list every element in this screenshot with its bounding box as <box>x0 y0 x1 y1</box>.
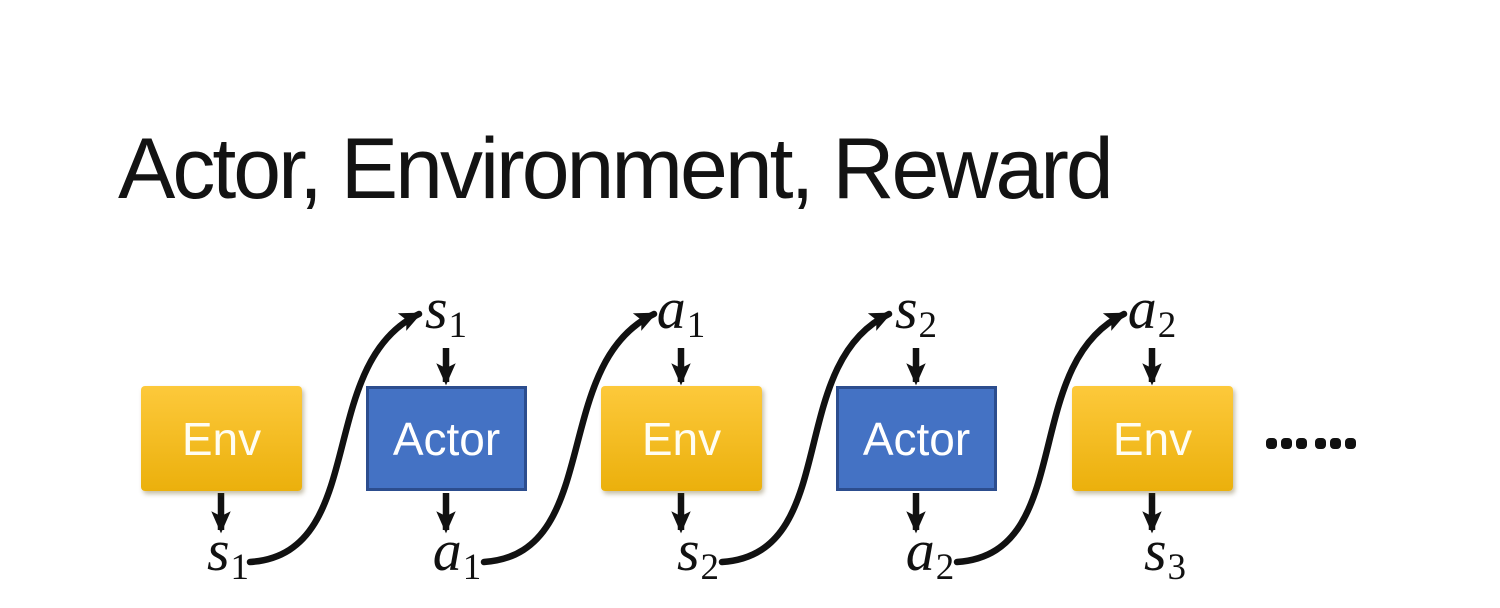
top-label-a1-base: a <box>656 276 686 341</box>
bottom-label-s1-base: s <box>206 518 230 583</box>
env-box-1: Env <box>141 386 302 491</box>
curved-arrow-a1 <box>480 310 658 566</box>
ellipsis-dot <box>1296 438 1307 449</box>
ellipsis-dot <box>1266 438 1277 449</box>
top-label-a2-sub: 2 <box>1157 305 1177 346</box>
top-label-s2-base: s <box>894 276 918 341</box>
top-label-a1-sub: 1 <box>686 305 706 346</box>
bottom-label-s3: s3 <box>1115 522 1215 587</box>
env-box-3-label: Env <box>1112 412 1193 465</box>
bottom-label-s2-sub: 2 <box>700 547 720 588</box>
ellipsis-dots <box>1266 438 1360 449</box>
bottom-label-a1-base: a <box>432 518 462 583</box>
actor-box-2: Actor <box>836 386 997 491</box>
bottom-label-s1-sub: 1 <box>230 547 250 588</box>
bottom-label-a2: a2 <box>880 522 980 587</box>
top-label-s1: s1 <box>396 280 496 345</box>
top-label-a2-base: a <box>1127 276 1157 341</box>
ellipsis-dot <box>1315 438 1326 449</box>
top-label-s1-base: s <box>424 276 448 341</box>
top-label-s1-sub: 1 <box>448 305 468 346</box>
bottom-label-a2-base: a <box>905 518 935 583</box>
bottom-label-s2: s2 <box>648 522 748 587</box>
bottom-label-a1: a1 <box>407 522 507 587</box>
curved-arrow-a2 <box>953 310 1128 566</box>
env-box-1-label: Env <box>181 412 262 465</box>
top-label-s2: s2 <box>866 280 966 345</box>
ellipsis-dot <box>1345 438 1356 449</box>
env-box-2: Env <box>601 386 762 491</box>
bottom-label-s3-base: s <box>1143 518 1167 583</box>
top-label-a1: a1 <box>631 280 731 345</box>
curved-arrow-s2 <box>718 310 893 566</box>
bottom-label-s2-base: s <box>676 518 700 583</box>
bottom-label-a2-sub: 2 <box>935 547 955 588</box>
top-label-a2: a2 <box>1102 280 1202 345</box>
bottom-label-s3-sub: 3 <box>1167 547 1187 588</box>
bottom-label-a1-sub: 1 <box>462 547 482 588</box>
slide-title: Actor, Environment, Reward <box>118 121 1114 217</box>
env-box-2-label: Env <box>641 412 722 465</box>
bottom-label-s1: s1 <box>178 522 278 587</box>
actor-box-2-label: Actor <box>862 412 971 465</box>
env-box-3: Env <box>1072 386 1233 491</box>
ellipsis-dot <box>1281 438 1292 449</box>
actor-box-1-label: Actor <box>392 412 501 465</box>
curved-arrow-s1 <box>246 310 423 566</box>
actor-box-1: Actor <box>366 386 527 491</box>
ellipsis-dot <box>1330 438 1341 449</box>
top-label-s2-sub: 2 <box>918 305 938 346</box>
